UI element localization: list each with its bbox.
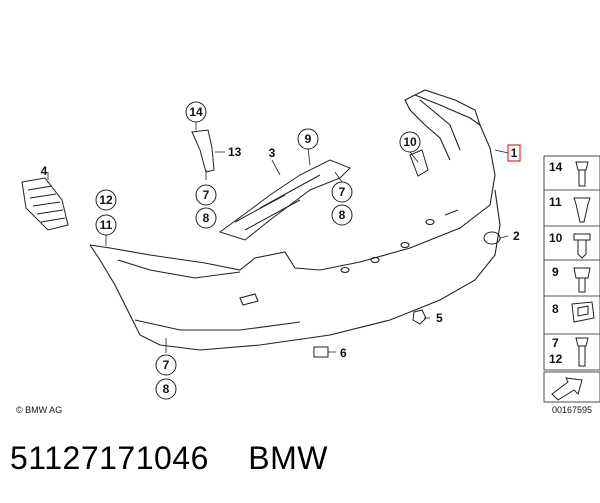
callout-7b: 7 xyxy=(339,185,346,199)
part-4-bracket xyxy=(21,177,69,231)
part-13-strip xyxy=(191,129,215,173)
part-caption: 51127171046 BMW xyxy=(10,440,328,477)
legend-8: 8 xyxy=(552,302,559,316)
callout-8c: 8 xyxy=(163,382,170,396)
bumper-cover xyxy=(89,89,501,351)
part-3-bracket xyxy=(218,159,351,241)
callout-7c: 7 xyxy=(163,358,170,372)
part-5-clip xyxy=(412,309,427,325)
part-number: 51127171046 xyxy=(10,440,209,476)
arrow-box xyxy=(543,371,600,403)
callout-1: 1 xyxy=(511,146,518,160)
callout-11: 11 xyxy=(100,218,113,232)
leader-lines xyxy=(47,121,509,353)
callout-10: 10 xyxy=(403,135,417,149)
brand-name: BMW xyxy=(248,440,328,476)
legend-14: 14 xyxy=(549,160,563,174)
part-6-bracket xyxy=(313,346,329,358)
callout-4: 4 xyxy=(41,164,48,178)
callout-8b: 8 xyxy=(339,208,346,222)
callout-14: 14 xyxy=(189,105,203,119)
callout-5: 5 xyxy=(436,311,443,325)
callout-3: 3 xyxy=(269,146,276,160)
fastener-legend: 14 11 10 9 8 7 12 xyxy=(543,155,600,371)
callout-circles xyxy=(95,101,421,400)
callout-12: 12 xyxy=(99,193,113,207)
callout-2: 2 xyxy=(513,229,520,243)
callout-9: 9 xyxy=(305,132,312,146)
copyright-text: © BMW AG xyxy=(16,405,62,415)
part-10-piece xyxy=(409,149,429,177)
callout-13: 13 xyxy=(228,145,242,159)
diagram-number: 00167595 xyxy=(552,405,592,415)
callout-labels: 14 9 10 7 8 7 8 12 11 7 8 1 4 13 3 2 5 6 xyxy=(41,105,520,396)
legend-10: 10 xyxy=(549,231,563,245)
legend-11: 11 xyxy=(549,195,562,209)
legend-7: 7 xyxy=(552,336,559,350)
callout-8a: 8 xyxy=(203,211,210,225)
legend-9: 9 xyxy=(552,265,559,279)
callout-7a: 7 xyxy=(203,188,210,202)
callout-1-box xyxy=(507,144,521,162)
callout-6: 6 xyxy=(340,346,347,360)
legend-12: 12 xyxy=(549,352,563,366)
